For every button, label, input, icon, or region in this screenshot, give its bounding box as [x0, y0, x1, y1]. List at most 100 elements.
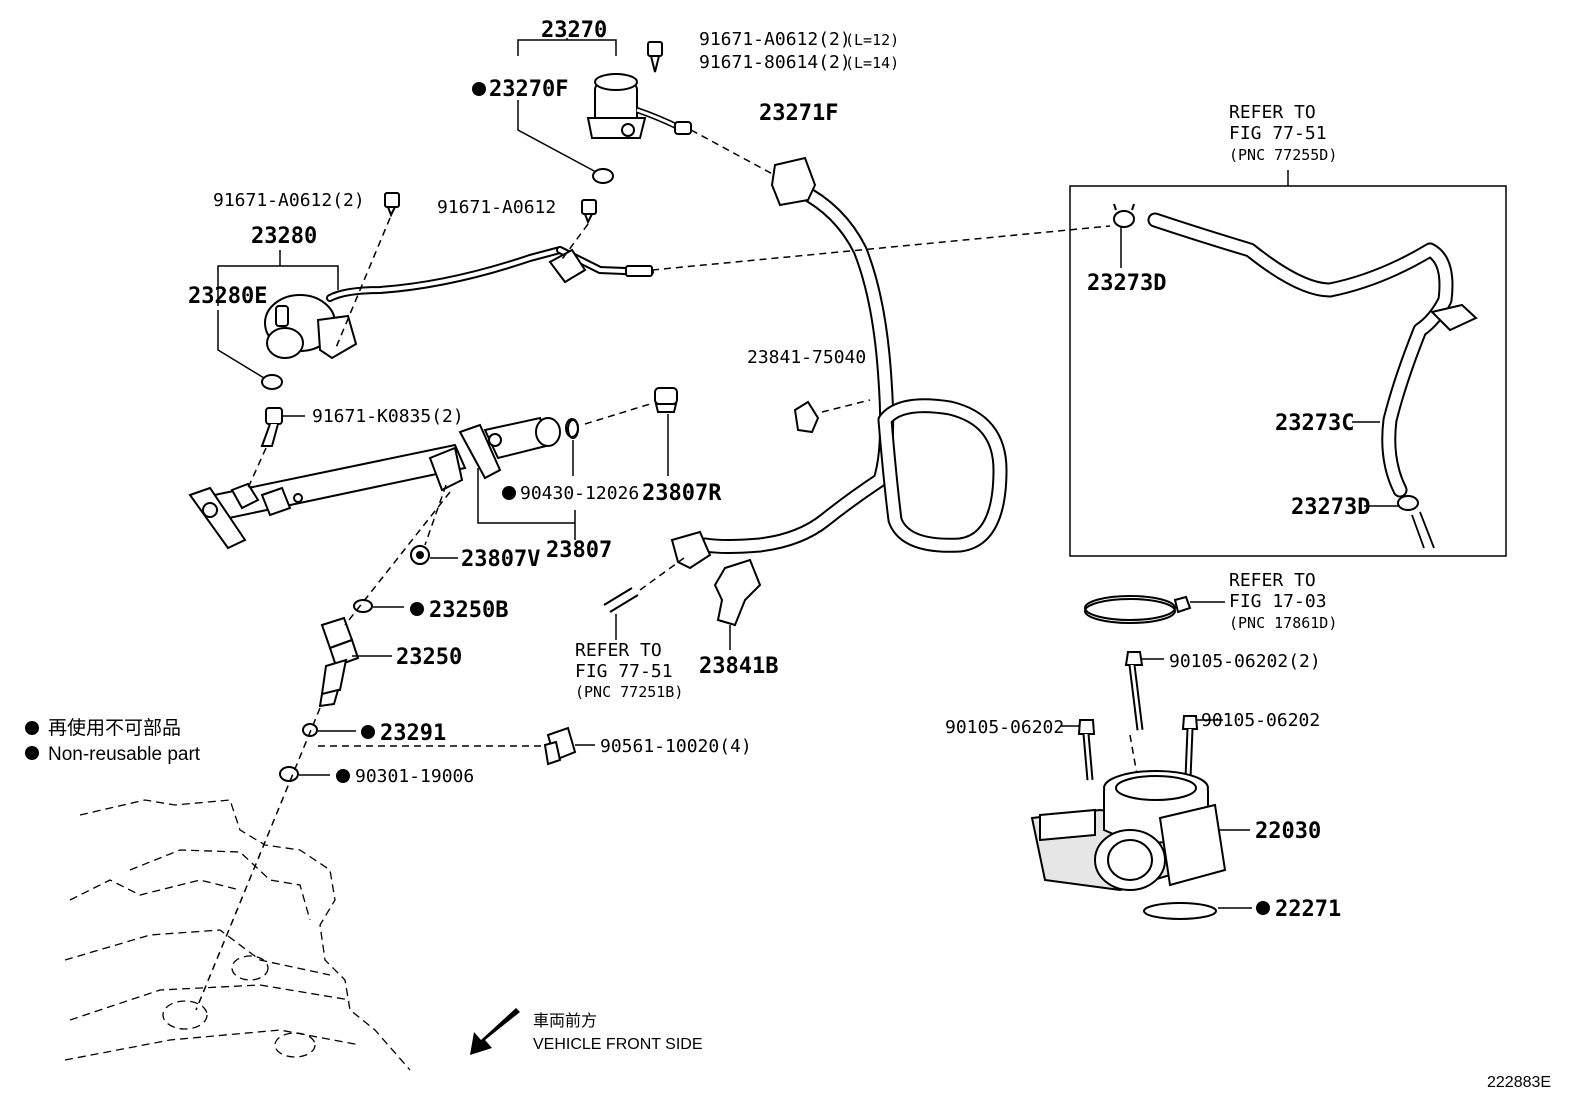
oring-23270F	[592, 168, 614, 184]
reference-box	[1069, 185, 1507, 557]
direction-text-jp: 車両前方	[533, 1012, 597, 1030]
ref-77251B-line2[interactable]: FIG 77-51	[575, 661, 673, 682]
label-91671-A0612-2-l12[interactable]: 91671-A0612(2)	[699, 29, 851, 50]
bolt-91671-K0835	[260, 407, 283, 447]
label-23841B[interactable]: 23841B	[699, 654, 778, 679]
ref-77255D-line3: (PNC 77255D)	[1229, 146, 1337, 164]
bolt-90105-06202-right	[1181, 715, 1199, 779]
hose-end	[1411, 511, 1435, 549]
hose-23273C[interactable]	[1147, 212, 1454, 498]
legend-dot-jp	[25, 721, 39, 735]
gasket-22271	[1143, 902, 1217, 920]
label-22271[interactable]: 22271	[1275, 897, 1341, 922]
ref-17861D-line2[interactable]: FIG 17-03	[1229, 591, 1327, 612]
label-90430-12026[interactable]: 90430-12026	[520, 483, 639, 504]
label-90561-10020-4[interactable]: 90561-10020(4)	[600, 736, 752, 757]
dash-23270-hose	[690, 129, 781, 179]
label-23807R[interactable]: 23807R	[642, 481, 722, 506]
leader-23270F	[517, 100, 597, 173]
label-23280E[interactable]: 23280E	[188, 284, 267, 309]
clip-hose-right	[1430, 303, 1478, 332]
legend-text-en: Non-reusable part	[48, 744, 201, 765]
dash-injector-engine	[195, 707, 321, 1011]
label-90105-06202-right[interactable]: 90105-06202	[1201, 710, 1320, 731]
plug-23807R	[654, 387, 678, 413]
clip-23273D-bottom	[1397, 495, 1419, 511]
dash-bolt-a0612	[559, 223, 589, 263]
dash-23807R	[584, 403, 651, 425]
label-23250B[interactable]: 23250B	[429, 598, 508, 623]
nonreusable-dot-23291	[361, 725, 375, 739]
label-91671-A0612[interactable]: 91671-A0612	[437, 197, 556, 218]
oring-90301-19006	[279, 766, 299, 782]
label-23291[interactable]: 23291	[380, 721, 446, 746]
ref-77255D-line1: REFER TO	[1229, 102, 1316, 123]
ref-17861D-line3: (PNC 17861D)	[1229, 614, 1337, 632]
bracket-23280	[217, 250, 339, 306]
leader-23280E	[217, 310, 265, 379]
dash-stub	[639, 557, 685, 591]
label-90301-19006[interactable]: 90301-19006	[355, 766, 474, 787]
label-23807V[interactable]: 23807V	[461, 547, 540, 572]
label-23250[interactable]: 23250	[396, 645, 462, 670]
direction-text-en: VEHICLE FRONT SIDE	[533, 1036, 703, 1053]
throttle-body-22030[interactable]	[1030, 770, 1227, 892]
ref-77251B-line3: (PNC 77251B)	[575, 683, 683, 701]
clip-23273D-top	[1113, 203, 1135, 228]
fuel-injector-23250[interactable]	[318, 616, 360, 708]
bolt-91671-A0612	[581, 199, 597, 225]
label-23270[interactable]: 23270	[541, 18, 607, 43]
hose-clamp-17861D	[1084, 595, 1192, 624]
nonreusable-dot-90430	[502, 486, 516, 500]
bolt-91671-A0612-2	[384, 192, 400, 218]
label-90105-06202-left[interactable]: 90105-06202	[945, 717, 1064, 738]
label-22030[interactable]: 22030	[1255, 819, 1321, 844]
label-91671-80614-2[interactable]: 91671-80614(2)	[699, 52, 851, 73]
nonreusable-dot-90301	[336, 769, 350, 783]
label-23280[interactable]: 23280	[251, 224, 317, 249]
bolt-90105-06202-left	[1077, 719, 1096, 781]
bolt-91671-A0612-top	[647, 41, 663, 73]
dash-clip	[821, 399, 871, 413]
insulator-23291	[302, 723, 318, 737]
pulsation-damper-23270[interactable]	[586, 73, 692, 139]
dash-to-box	[651, 225, 1111, 271]
oring-23280E	[261, 374, 283, 390]
legend-dot-en	[25, 746, 39, 760]
label-91671-K0835-2[interactable]: 91671-K0835(2)	[312, 406, 464, 427]
dash-injector	[344, 491, 451, 626]
label-l12: (L=12)	[845, 31, 899, 49]
label-l14: (L=14)	[845, 54, 899, 72]
bolt-90105-06202-center	[1124, 651, 1144, 731]
front-direction-arrow	[470, 1008, 520, 1055]
engine-outline	[64, 799, 411, 1071]
nonreusable-dot-23250B	[410, 602, 424, 616]
dash-bolt-23280	[334, 217, 391, 351]
label-91671-A0612-2[interactable]: 91671-A0612(2)	[213, 190, 365, 211]
ref-77255D-line2[interactable]: FIG 77-51	[1229, 123, 1327, 144]
label-23273C[interactable]: 23273C	[1275, 411, 1354, 436]
fuel-pressure-regulator-23280[interactable]	[264, 246, 654, 360]
bracket-23807	[477, 468, 576, 540]
nonreusable-dot-23270F	[472, 82, 486, 96]
ref-17861D-line1: REFER TO	[1229, 570, 1316, 591]
dash-23807V	[424, 484, 447, 546]
label-23273D-top[interactable]: 23273D	[1087, 271, 1166, 296]
hose-stub-77251B	[603, 587, 639, 613]
label-23271F[interactable]: 23271F	[759, 101, 838, 126]
nonreusable-dot-22271	[1256, 901, 1270, 915]
label-23273D-bottom[interactable]: 23273D	[1291, 495, 1370, 520]
legend-text-jp: 再使用不可部品	[48, 717, 181, 739]
label-23841-75040[interactable]: 23841-75040	[747, 347, 866, 368]
fuel-delivery-pipe-23807[interactable]	[188, 416, 579, 550]
label-90105-06202-2[interactable]: 90105-06202(2)	[1169, 651, 1321, 672]
figure-id: 222883E	[1487, 1074, 1551, 1091]
ref-77251B-line1: REFER TO	[575, 640, 662, 661]
label-23807[interactable]: 23807	[546, 538, 612, 563]
insulator-23807V	[410, 545, 430, 565]
plug-90561-10020	[543, 726, 577, 766]
bracket-23270	[517, 38, 617, 56]
clip-23841B	[713, 558, 762, 627]
label-23270F[interactable]: 23270F	[489, 77, 568, 102]
